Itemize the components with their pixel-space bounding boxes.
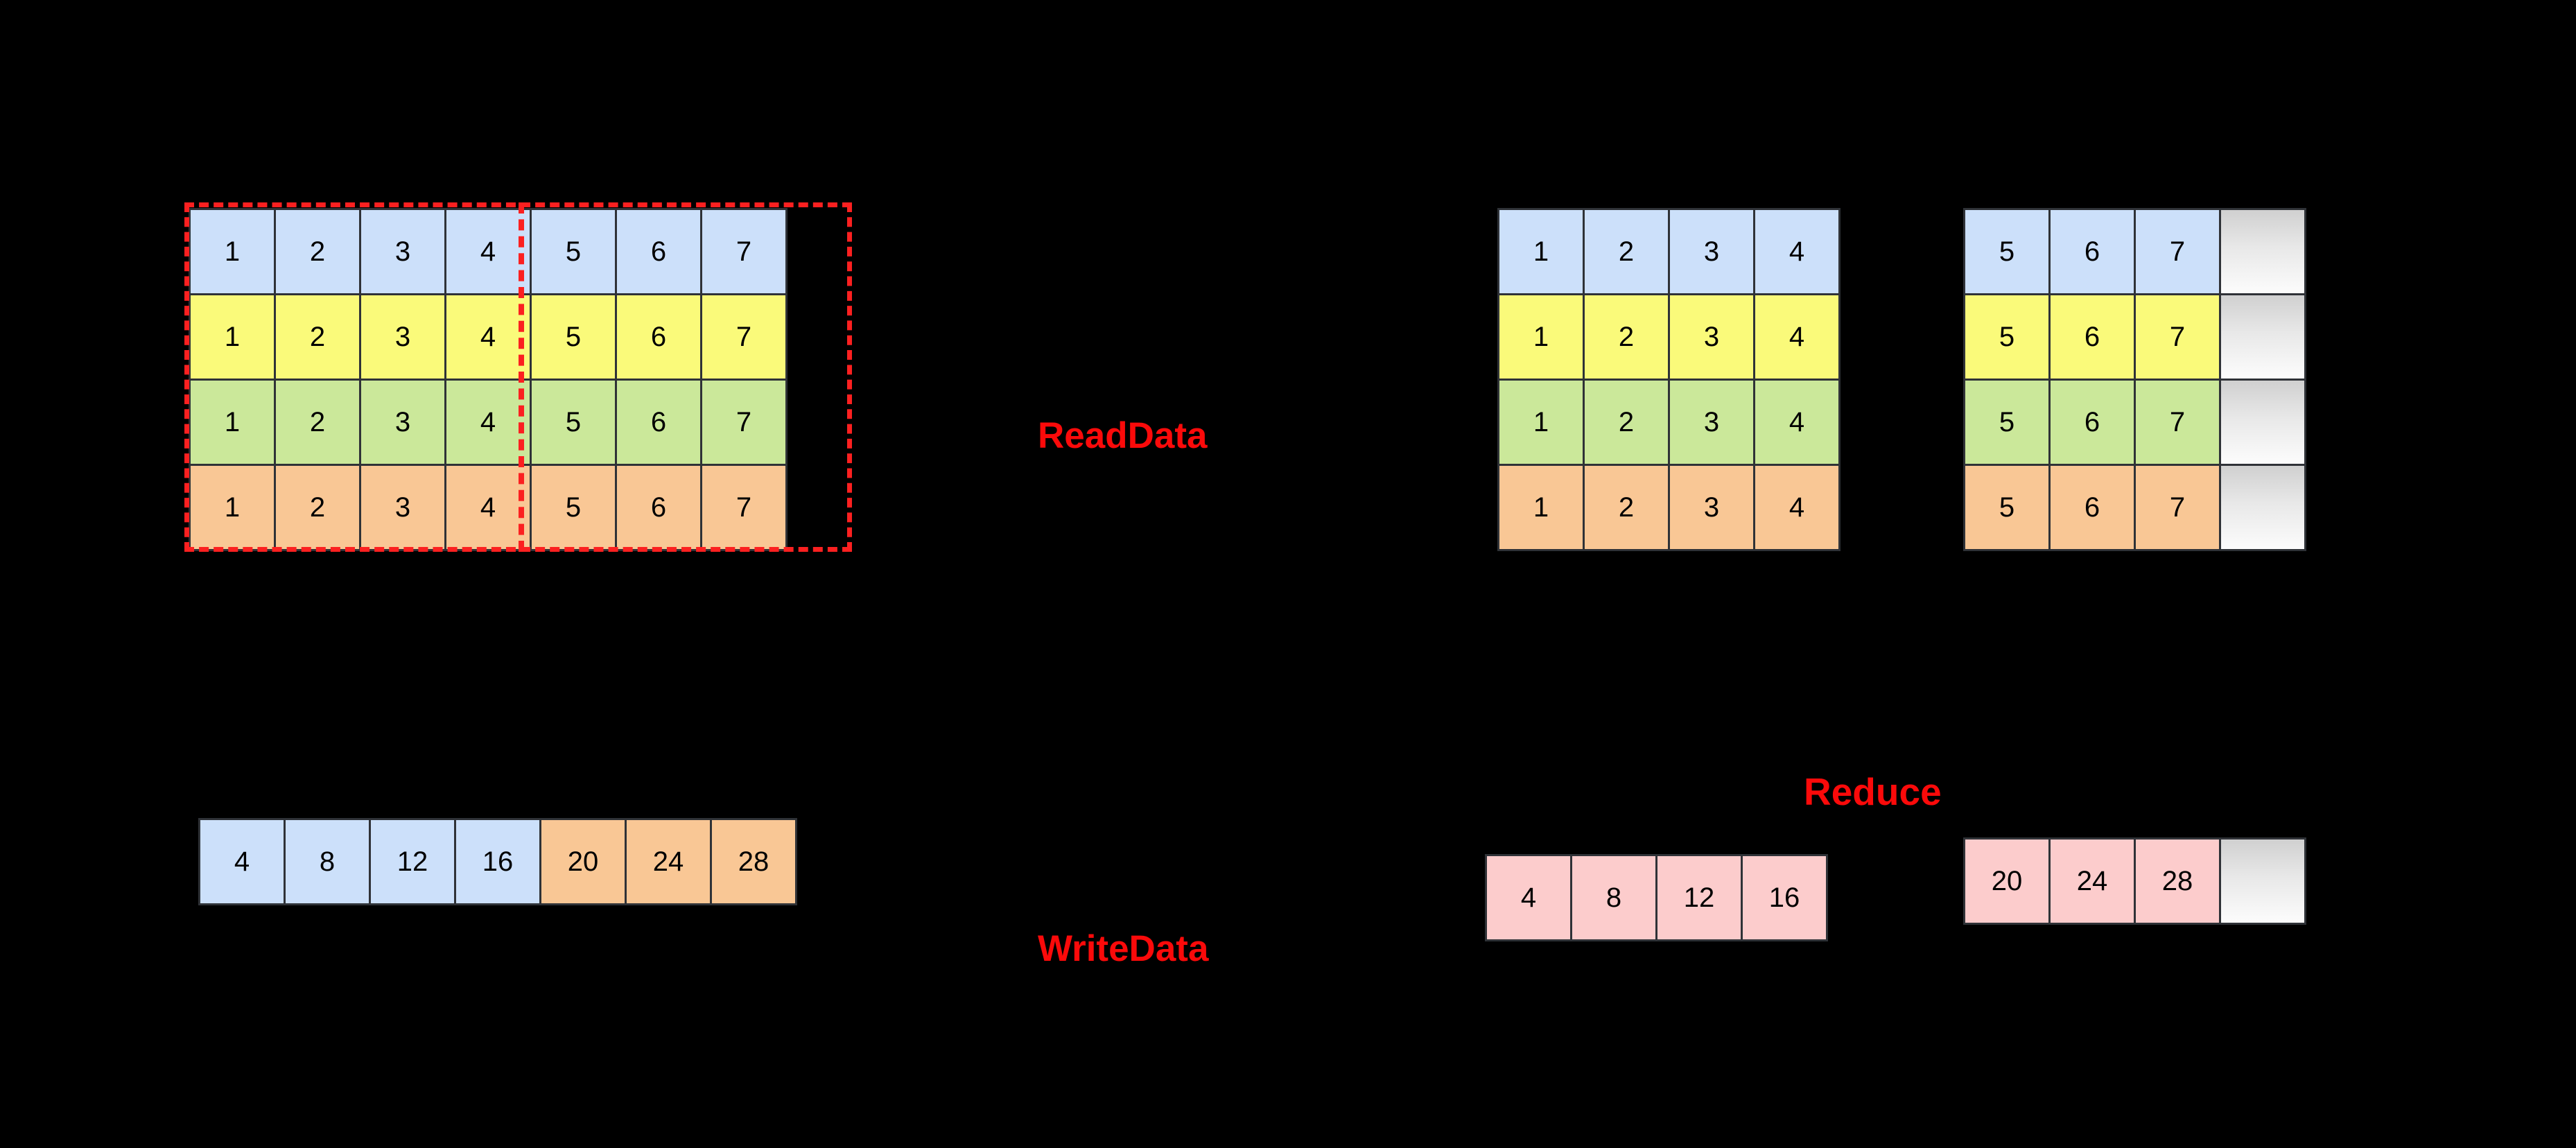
array-cell: 28 xyxy=(712,820,795,903)
reduce-label: Reduce xyxy=(1804,770,1942,813)
matrix-cell: 2 xyxy=(276,210,359,293)
array-cell: 16 xyxy=(1743,856,1826,939)
matrix-cell: 4 xyxy=(446,210,530,293)
matrix-cell-blank xyxy=(2221,210,2304,293)
matrix-cell: 7 xyxy=(2136,381,2219,464)
matrix-cell: 5 xyxy=(532,210,615,293)
matrix-cell: 2 xyxy=(1585,210,1668,293)
matrix-cell: 5 xyxy=(1965,295,2048,379)
matrix-cell: 3 xyxy=(1670,381,1753,464)
matrix-cell: 7 xyxy=(2136,295,2219,379)
matrix-cell: 1 xyxy=(1499,466,1583,549)
matrix-cell: 7 xyxy=(702,295,785,379)
matrix-cell: 3 xyxy=(361,466,444,549)
array-cell: 16 xyxy=(456,820,539,903)
matrix-cell: 5 xyxy=(1965,381,2048,464)
matrix-cell: 1 xyxy=(1499,295,1583,379)
array-cell: 4 xyxy=(1487,856,1570,939)
matrix-cell: 7 xyxy=(702,466,785,549)
matrix-cell: 1 xyxy=(1499,381,1583,464)
array-cell-blank xyxy=(2221,840,2304,923)
array-cell: 28 xyxy=(2136,840,2219,923)
matrix-cell: 1 xyxy=(191,210,274,293)
matrix-cell-blank xyxy=(2221,295,2304,379)
matrix-cell: 4 xyxy=(1755,466,1838,549)
matrix-cell: 5 xyxy=(1965,210,2048,293)
array-cell: 24 xyxy=(627,820,710,903)
array-cell: 20 xyxy=(1965,840,2048,923)
array-cell: 4 xyxy=(200,820,284,903)
matrix-cell: 3 xyxy=(1670,295,1753,379)
matrix-cell: 2 xyxy=(276,466,359,549)
array-cell: 8 xyxy=(286,820,369,903)
write-data-label: WriteData xyxy=(1038,928,1209,969)
matrix-cell: 4 xyxy=(1755,210,1838,293)
matrix-cell: 2 xyxy=(1585,381,1668,464)
matrix-cell: 2 xyxy=(1585,295,1668,379)
matrix-cell: 6 xyxy=(617,295,700,379)
matrix-cell: 7 xyxy=(2136,210,2219,293)
matrix-cell: 4 xyxy=(446,381,530,464)
matrix-cell: 5 xyxy=(1965,466,2048,549)
matrix-cell: 7 xyxy=(2136,466,2219,549)
matrix-cell: 1 xyxy=(191,466,274,549)
matrix-cell-blank xyxy=(2221,381,2304,464)
matrix-cell: 3 xyxy=(361,210,444,293)
array-cell: 8 xyxy=(1572,856,1655,939)
matrix-cell: 4 xyxy=(446,466,530,549)
matrix-cell: 2 xyxy=(1585,466,1668,549)
matrix-cell: 3 xyxy=(361,295,444,379)
matrix-cell: 4 xyxy=(1755,295,1838,379)
read-data-label: ReadData xyxy=(1038,415,1208,456)
matrix-cell: 5 xyxy=(532,466,615,549)
array-cell: 24 xyxy=(2051,840,2134,923)
matrix-cell: 6 xyxy=(2051,210,2134,293)
matrix-cell: 6 xyxy=(2051,381,2134,464)
matrix-cell-blank xyxy=(2221,466,2304,549)
matrix-cell: 3 xyxy=(1670,210,1753,293)
matrix-cell: 1 xyxy=(191,295,274,379)
matrix-cell: 6 xyxy=(617,466,700,549)
matrix-cell: 4 xyxy=(446,295,530,379)
array-cell: 12 xyxy=(371,820,454,903)
matrix-cell: 7 xyxy=(702,210,785,293)
matrix-cell: 1 xyxy=(191,381,274,464)
matrix-cell: 6 xyxy=(2051,466,2134,549)
matrix-cell: 4 xyxy=(1755,381,1838,464)
matrix-cell: 2 xyxy=(276,381,359,464)
matrix-cell: 3 xyxy=(1670,466,1753,549)
matrix-cell: 2 xyxy=(276,295,359,379)
array-cell: 20 xyxy=(541,820,625,903)
matrix-cell: 5 xyxy=(532,381,615,464)
matrix-cell: 1 xyxy=(1499,210,1583,293)
matrix-cell: 6 xyxy=(617,381,700,464)
array-cell: 12 xyxy=(1657,856,1741,939)
matrix-cell: 3 xyxy=(361,381,444,464)
matrix-cell: 7 xyxy=(702,381,785,464)
matrix-cell: 6 xyxy=(2051,295,2134,379)
matrix-cell: 6 xyxy=(617,210,700,293)
matrix-cell: 5 xyxy=(532,295,615,379)
